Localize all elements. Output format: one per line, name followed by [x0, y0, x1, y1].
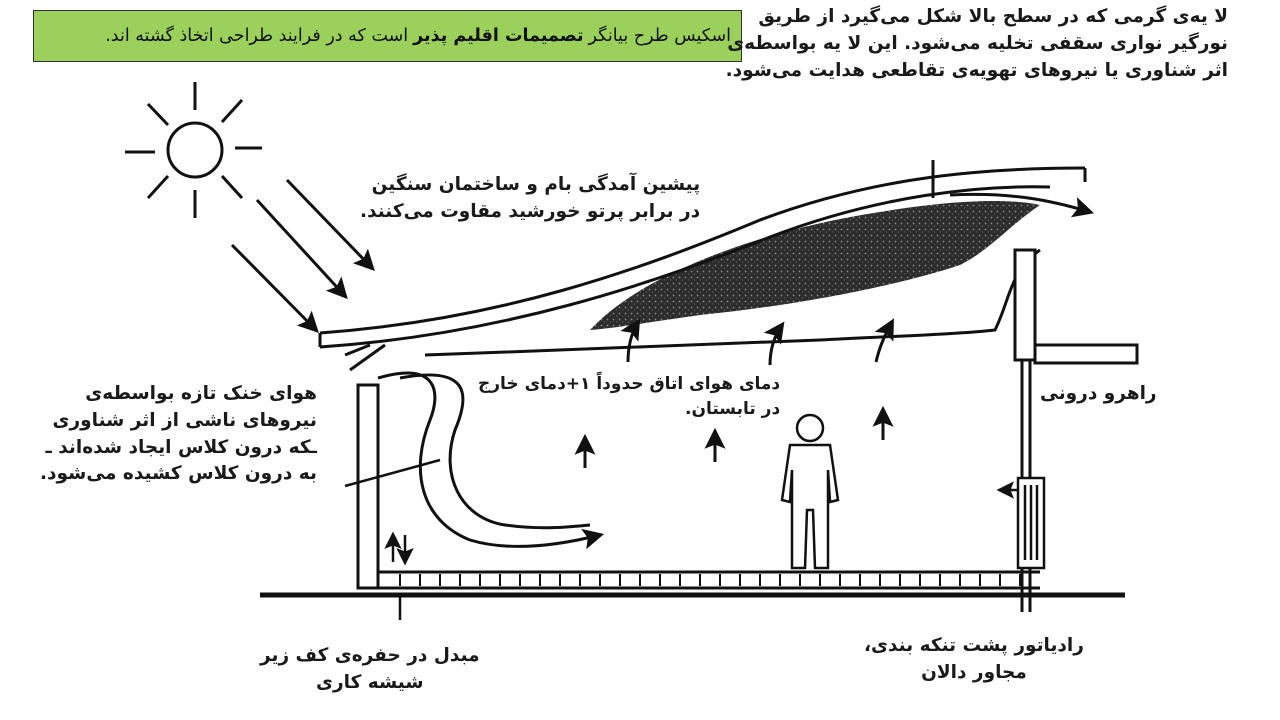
roof-exhaust-note: لا یه‌ی گرمی که در سطح بالا شکل می‌گیرد …	[725, 6, 1228, 81]
floor-exchanger-label: مبدل در حفره‌ی کف زیر شیشه کاری	[260, 645, 480, 693]
curved-roof	[318, 160, 1087, 372]
radiator-label: رادیاتور پشت تنکه بندی، مجاور دالان	[864, 635, 1084, 683]
caption-suffix: است که در فرایند طراحی اتخاذ گشته اند.	[105, 26, 409, 46]
floor-hatching	[399, 574, 1021, 586]
floor-exchanger-arrows	[384, 531, 414, 620]
room-temperature-note: دمای هوای اتاق حدوداً ۱+دمای خارج در تاب…	[477, 374, 781, 419]
sun-icon	[125, 82, 262, 218]
inner-corridor-label: راهرو درونی	[1040, 383, 1157, 404]
caption-emphasis: تصمیمات اقلیم پذیر	[413, 26, 584, 46]
rising-air-arrows	[574, 318, 894, 468]
caption-banner: اسکیس طرح بیانگر تصمیمات اقلیم پذیر است …	[33, 10, 742, 62]
caption-prefix: اسکیس طرح بیانگر	[588, 26, 731, 46]
occupant-figure	[780, 413, 840, 570]
radiator-unit	[996, 476, 1046, 570]
clerestory-exhaust-arrow	[949, 192, 1095, 218]
hot-air-layer	[590, 200, 1040, 330]
floor-slab	[260, 570, 1125, 598]
cool-air-note: هوای خنک تازه بواسطه‌ی نیروهای ناشی از ا…	[40, 383, 317, 485]
sun-ray-arrows	[230, 178, 375, 333]
roof-overhang-note: پیشین آمدگی بام و ساختمان سنگین در برابر…	[360, 174, 701, 222]
cool-air-leader-line	[344, 458, 441, 488]
cool-air-flow-arrow	[377, 371, 605, 550]
